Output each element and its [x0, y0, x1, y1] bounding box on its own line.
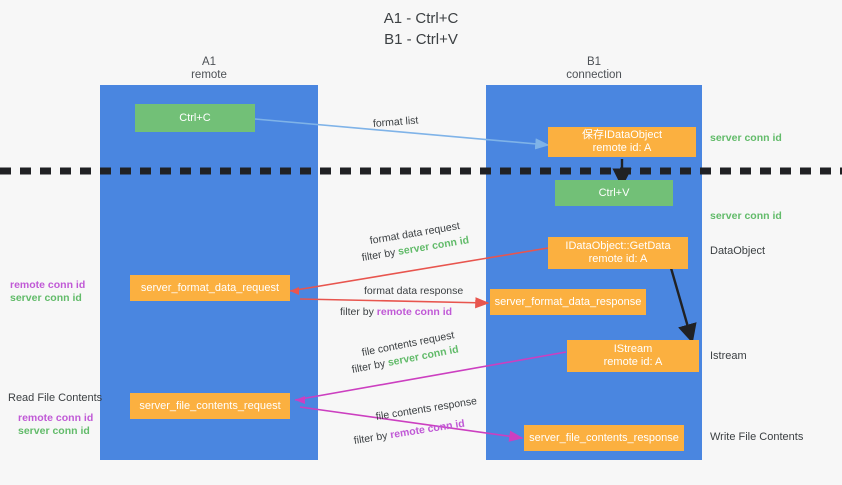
node-server-format-data-request[interactable]: server_format_data_request [130, 275, 290, 301]
node-save-idataobject-line1: 保存IDataObject [581, 129, 663, 141]
left-label-server-conn-id-2: server conn id [18, 425, 90, 437]
node-server-file-contents-request-label: server_file_contents_request [139, 399, 281, 412]
node-istream[interactable]: IStream remote id: A [567, 340, 699, 372]
node-idataobject-getdata[interactable]: IDataObject::GetData remote id: A [548, 237, 688, 269]
node-getdata-line1: IDataObject::GetData [565, 240, 671, 252]
node-server-format-data-request-label: server_format_data_request [140, 281, 280, 294]
left-label-remote-conn-id-1: remote conn id [10, 279, 86, 291]
node-ctrl-c[interactable]: Ctrl+C [135, 104, 255, 132]
node-ctrl-v-label: Ctrl+V [598, 186, 630, 199]
edge-filter-file-contents-response: filter by remote conn id [353, 418, 466, 448]
edge-label-format-list: format list [372, 114, 419, 130]
lane-header-a1: A1 remote [100, 56, 318, 82]
title-line-1: A1 - Ctrl+C [383, 10, 459, 27]
node-getdata-line2: remote id: A [588, 253, 648, 265]
left-label-server-conn-id-1: server conn id [10, 292, 82, 304]
node-server-file-contents-response-label: server_file_contents_response [529, 431, 679, 444]
node-server-format-data-response-label: server_format_data_response [494, 295, 642, 308]
lane-a1-sub: remote [191, 69, 227, 81]
right-label-dataobject: DataObject [710, 245, 766, 257]
node-server-file-contents-response[interactable]: server_file_contents_response [524, 425, 684, 451]
edge-label-format-data-response: format data response [364, 285, 464, 297]
right-label-server-conn-id-top: server conn id [710, 132, 782, 144]
title-line-2: B1 - Ctrl+V [384, 31, 458, 48]
right-label-server-conn-id-mid: server conn id [710, 210, 782, 222]
node-istream-line2: remote id: A [603, 356, 663, 368]
right-label-write-file-contents: Write File Contents [710, 431, 804, 443]
node-save-idataobject[interactable]: 保存IDataObject remote id: A [548, 127, 696, 157]
right-label-istream: Istream [710, 350, 747, 362]
filter-by-text-2: filter by [340, 306, 374, 318]
edge-filter-format-data-response: filter by remote conn id [340, 306, 452, 319]
remote-conn-id-text-2: remote conn id [389, 417, 466, 442]
filter-by-text-1: filter by [360, 246, 397, 264]
left-label-read-file-contents: Read File Contents [8, 392, 103, 404]
filter-by-text-4: filter by [352, 429, 389, 447]
node-ctrl-v[interactable]: Ctrl+V [555, 180, 673, 206]
node-istream-line1: IStream [613, 343, 653, 355]
remote-conn-id-text-1: remote conn id [376, 306, 453, 318]
node-ctrl-c-label: Ctrl+C [179, 111, 211, 124]
filter-by-text-3: filter by [350, 357, 387, 376]
lane-b1-sub: connection [566, 69, 622, 81]
lane-header-b1: B1 connection [486, 56, 702, 82]
left-label-remote-conn-id-2: remote conn id [18, 412, 94, 424]
node-server-file-contents-request[interactable]: server_file_contents_request [130, 393, 290, 419]
lane-b1-name: B1 [586, 56, 602, 68]
node-server-format-data-response[interactable]: server_format_data_response [490, 289, 646, 315]
lane-a1-name: A1 [201, 56, 217, 68]
diagram-title: A1 - Ctrl+C B1 - Ctrl+V [0, 8, 842, 50]
node-save-idataobject-line2: remote id: A [592, 142, 652, 154]
